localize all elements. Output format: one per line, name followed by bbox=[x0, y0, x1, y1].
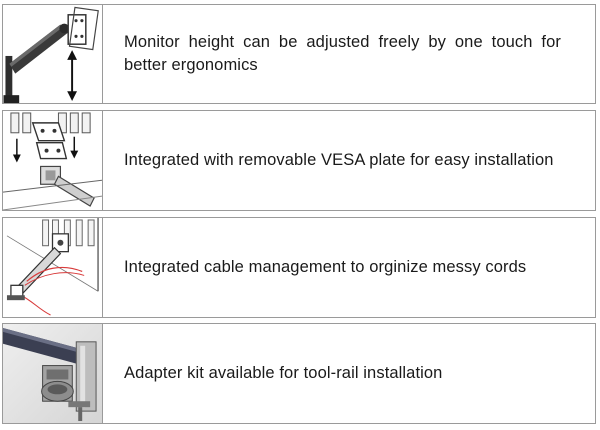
feature-text: Integrated cable management to orginize … bbox=[124, 258, 527, 276]
feature-text: Integrated with removable VESA plate for… bbox=[124, 151, 554, 169]
feature-row-tool-rail-adapter: Adapter kit available for tool-rail inst… bbox=[2, 323, 596, 424]
tool-rail-adapter-icon bbox=[3, 324, 103, 423]
vesa-plate-icon bbox=[3, 111, 103, 210]
monitor-arm-height-icon bbox=[3, 5, 103, 103]
feature-row-cable-management: Integrated cable management to orginize … bbox=[2, 217, 596, 318]
feature-text: Adapter kit available for tool-rail inst… bbox=[124, 364, 443, 382]
feature-row-height-adjustment: Monitor height can be adjusted freely by… bbox=[2, 4, 596, 104]
feature-text: Monitor height can be adjusted freely by… bbox=[124, 33, 561, 74]
cable-management-icon bbox=[3, 218, 103, 317]
feature-row-vesa-plate: Integrated with removable VESA plate for… bbox=[2, 110, 596, 211]
